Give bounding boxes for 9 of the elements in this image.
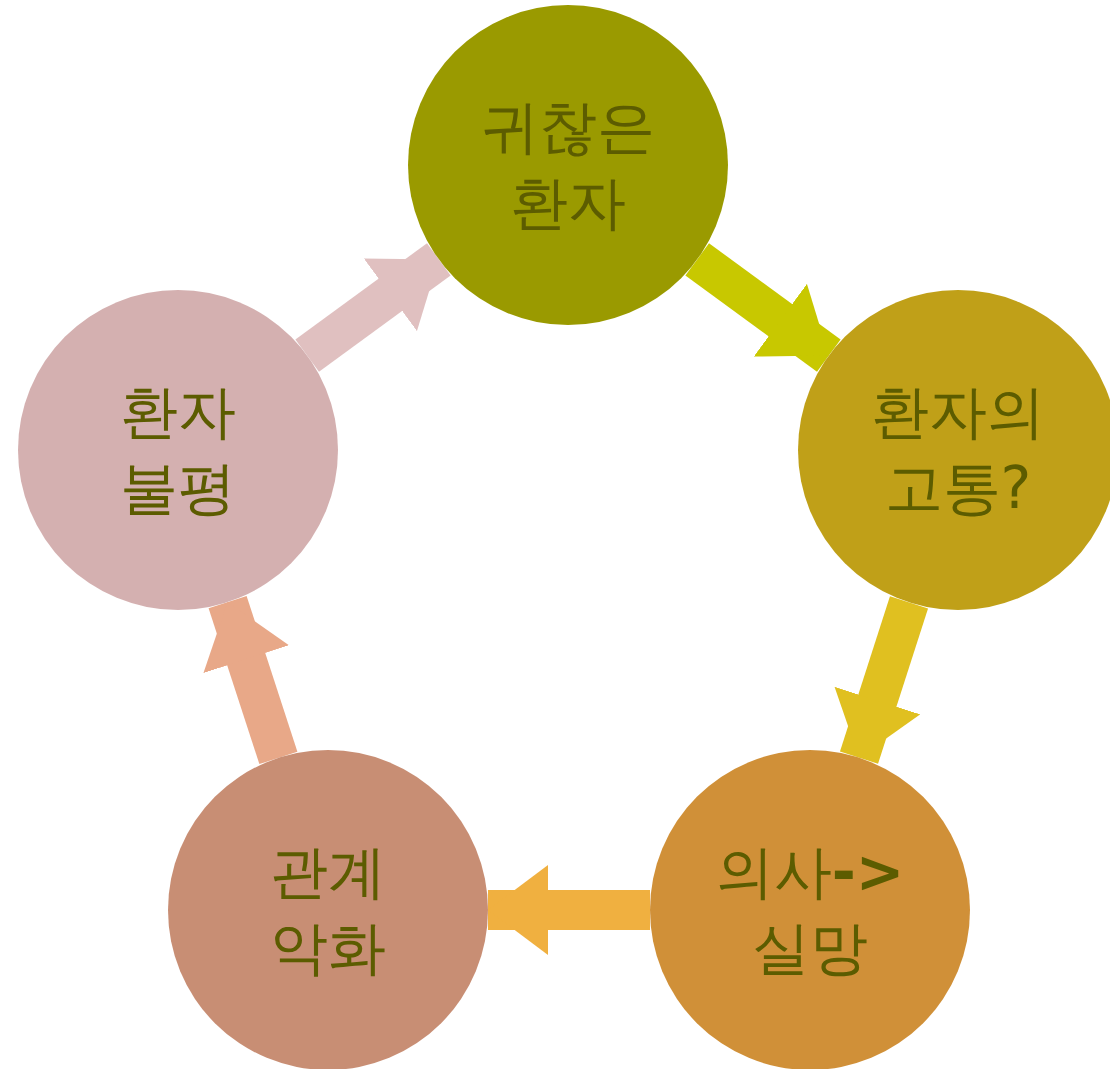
arrow [834,596,929,764]
node-text: 환자 불평 [119,377,237,524]
arrow [488,865,650,955]
node-text: 환자의 고통? [870,377,1046,524]
node-text: 귀찮은 환자 [480,92,656,239]
node-text: 의사-> 실망 [715,837,905,984]
arrow [685,243,841,372]
node-text: 관계 악화 [269,837,387,984]
arrow [203,595,298,765]
